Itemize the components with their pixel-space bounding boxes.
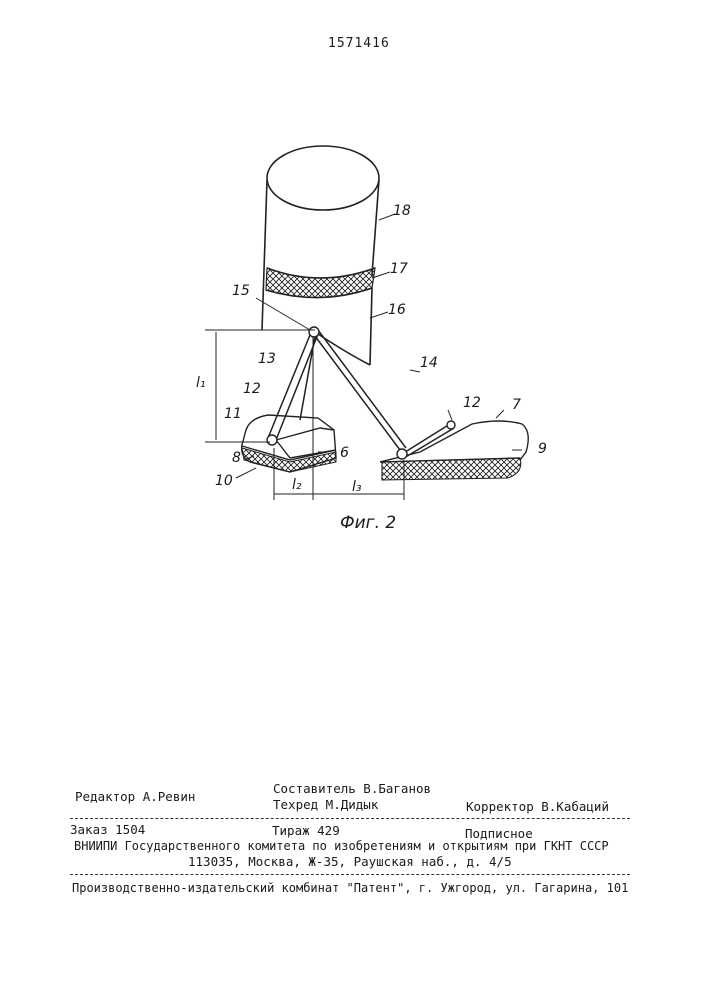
label-11: 11 <box>224 407 242 421</box>
address: 113035, Москва, Ж-35, Раушская наб., д. … <box>188 855 512 869</box>
linkages <box>268 330 454 458</box>
footer-rule-top <box>70 818 630 819</box>
dim-l2: l₂ <box>292 478 302 492</box>
label-14: 14 <box>420 356 438 370</box>
circulation: Тираж 429 <box>272 824 340 838</box>
techred: Техред М.Дидык <box>273 798 378 812</box>
publisher: Производственно-издательский комбинат "П… <box>72 881 628 895</box>
institute: ВНИИПИ Государственного комитета по изоб… <box>74 839 609 853</box>
dim-l1: l₁ <box>196 376 206 390</box>
label-12-left: 12 <box>243 382 261 396</box>
leader-lines <box>236 214 522 478</box>
right-sole-hatch <box>382 458 521 480</box>
figure-caption: Фиг. 2 <box>340 516 396 530</box>
figure-2-drawing <box>0 0 707 560</box>
dim-l3: l₃ <box>352 480 362 494</box>
footer-rule-bottom <box>70 874 630 875</box>
label-8: 8 <box>232 451 241 465</box>
label-12-right: 12 <box>463 396 481 410</box>
label-10: 10 <box>215 474 233 488</box>
order-number: Заказ 1504 <box>70 823 145 837</box>
label-17: 17 <box>390 262 408 276</box>
label-6: 6 <box>340 446 349 460</box>
label-9: 9 <box>538 442 547 456</box>
compiler: Составитель В.Баганов <box>273 782 431 796</box>
label-7: 7 <box>512 398 521 412</box>
label-15: 15 <box>232 284 250 298</box>
label-13: 13 <box>258 352 276 366</box>
editor: Редактор А.Ревин <box>75 790 195 804</box>
label-16: 16 <box>388 303 406 317</box>
corrector: Корректор В.Кабаций <box>466 800 609 814</box>
label-18: 18 <box>393 204 411 218</box>
